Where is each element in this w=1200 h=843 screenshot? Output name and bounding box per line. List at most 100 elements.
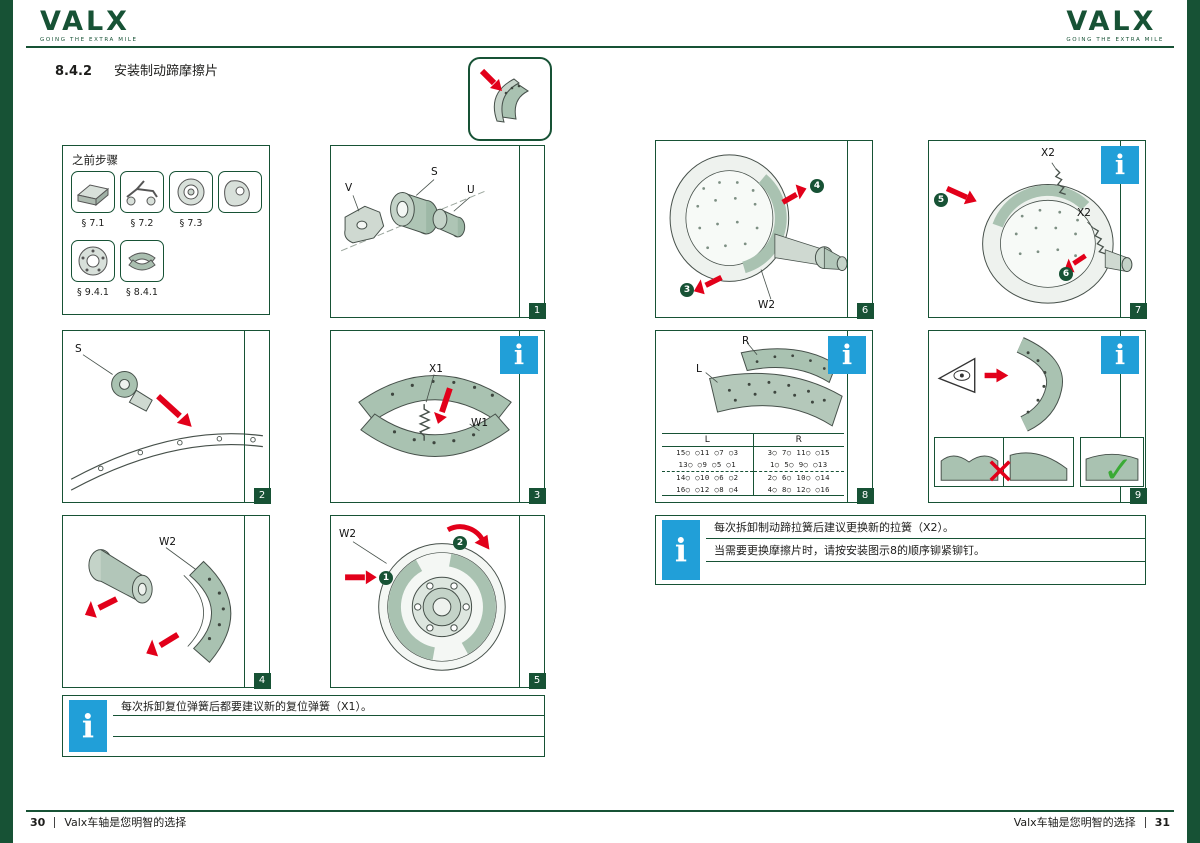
note-text-empty [113,737,544,756]
panel-margin-line [519,331,520,502]
section-heading: 8.4.2 安装制动蹄摩擦片 [55,60,218,79]
info-icon: i [500,336,538,374]
prev-step-ref: § 7.1 [81,218,105,229]
prev-step-ref: § 7.3 [179,218,203,229]
panel-number-badge: 2 [253,487,271,504]
part-label-w2: W2 [339,528,357,540]
worn-tapered-profile [1009,452,1068,481]
roller-parts-exploded-illustration [340,179,485,252]
rivet-table-header-r: R [753,434,844,447]
step-panel-6: 3 4 W2 6 [655,140,874,319]
section-title: 安装制动蹄摩擦片 [114,64,219,79]
prev-step-ref: § 7.2 [130,218,154,229]
brake-shoe-pictogram [479,68,529,123]
panel-number-badge: 8 [856,487,874,504]
jack-icon [126,180,158,206]
step-marker-6: 6 [1059,267,1073,281]
note-rows: 每次拆卸复位弹簧后都要建议新的复位弹簧（X1）。 [113,696,544,756]
x-mark-icon: ✕ [985,452,1016,493]
worn-concave-profile [940,455,999,481]
footer-separator [1144,816,1146,828]
brand-name: VALX [1066,6,1157,37]
part-label-r: R [742,335,750,347]
rivet-order-right: R 3○ 7○ 11○ ○15 1○ 5○ 9○ ○13 2○ 6○ 10○ ○… [752,434,844,495]
rivet-row: 2○ 6○ 10○ ○14 [753,470,844,484]
hub-icon [78,246,108,276]
page-number-left: 30 [30,815,46,829]
step-panel-4: W2 4 [62,515,271,689]
step-marker-2: 2 [453,536,467,550]
prev-step-ref: § 9.4.1 [77,287,109,298]
info-icon: i [1101,146,1139,184]
step-marker-4: 4 [810,179,824,193]
rivet-row: 15○ ○11 ○7 ○3 [676,448,739,458]
pad-block-icon [76,184,110,207]
page-number-right: 31 [1154,815,1170,829]
right-page-edge-bar [1187,0,1200,843]
section-number: 8.4.2 [55,64,93,79]
retraction-springs-illustration [945,162,1133,304]
check-icon: ✓ [1103,450,1134,491]
rivet-row: 4○ 8○ 12○ ○16 [767,484,830,494]
footer-rule [26,810,1174,812]
drum-assembly-illustration [669,154,848,300]
previous-steps-title: 之前步骤 [72,153,118,167]
note-info-column: i [656,516,706,584]
step-panel-9: i ✕ ✓ 9 [928,330,1147,504]
wear-profile-bad-1 [934,437,1005,487]
panel-margin-line [244,331,245,502]
pictogram-pad-block [71,171,115,213]
brand-tagline: GOING THE EXTRA MILE [1066,37,1164,43]
previous-steps-box: 之前步骤 § 7.1 § 7.2 § 7.3 [62,145,270,315]
part-label-s: S [431,166,438,178]
panel-margin-line [519,516,520,687]
note-box-left: i 每次拆卸复位弹簧后都要建议新的复位弹簧（X1）。 [62,695,545,757]
brand-name: VALX [40,6,130,37]
step-marker-5: 5 [934,193,948,207]
pictogram-bearing [169,171,213,213]
note-text-empty [113,716,544,737]
wear-inspection-illustration [937,337,1063,432]
part-label-w2: W2 [159,536,177,548]
assembled-brake-illustration [345,524,506,671]
part-label-w2: W2 [758,299,776,311]
note-text: 每次拆卸制动蹄拉簧后建议更换新的拉簧（X2）。 [706,516,1145,539]
prev-step-ref: § 8.4.1 [126,287,158,298]
panel-margin-line [847,141,848,317]
step-panel-7: i X2 X2 5 6 7 [928,140,1147,319]
panel-number-badge: 5 [528,672,546,689]
step-marker-3: 3 [680,283,694,297]
rivet-row: 3○ 7○ 11○ ○15 [767,448,830,458]
note-text-empty [706,562,1145,584]
footer-right: Valx车轴是您明智的选择 31 [1014,814,1170,830]
panel-margin-line [1120,141,1121,317]
bearing-icon [177,178,205,206]
panel-number-badge: 3 [528,487,546,504]
part-label-v: V [345,182,353,194]
panel-margin-line [1120,331,1121,502]
panel-number-badge: 9 [1129,487,1147,504]
part-label-l: L [696,363,702,375]
brake-shoes-icon [128,252,156,271]
rivet-table-header-l: L [662,434,753,447]
part-label-w1: W1 [471,417,489,429]
pictogram-caliper [218,171,262,213]
left-page-edge-bar [0,0,13,843]
step-panel-1: V S U 1 [330,145,546,319]
note-text: 当需要更换摩擦片时，请按安装图示8的顺序铆紧铆钉。 [706,539,1145,562]
info-icon: i [69,700,107,752]
part-label-x1: X1 [429,363,443,375]
step-panel-3: i X1 W1 3 [330,330,546,504]
rivet-order-table: L 15○ ○11 ○7 ○3 13○ ○9 ○5 ○1 14○ ○10 ○6 … [662,433,844,496]
footer-slogan-right: Valx车轴是您明智的选择 [1013,816,1136,829]
part-label-x2: X2 [1077,207,1091,219]
step-panel-5: W2 1 2 5 [330,515,546,689]
lining-left-right-illustration [705,342,843,427]
panel-number-badge: 4 [253,672,271,689]
brand-logo-right: VALX GOING THE EXTRA MILE [1066,6,1164,44]
shoes-and-spring-illustration [358,374,512,458]
step-panel-8: i R L L 15○ ○11 ○7 ○3 13○ ○9 ○5 ○1 14○ ○… [655,330,874,504]
step-panel-2: S 2 [62,330,271,504]
rivet-row: 1○ 5○ 9○ ○13 [769,460,828,470]
pictogram-jack [120,171,164,213]
